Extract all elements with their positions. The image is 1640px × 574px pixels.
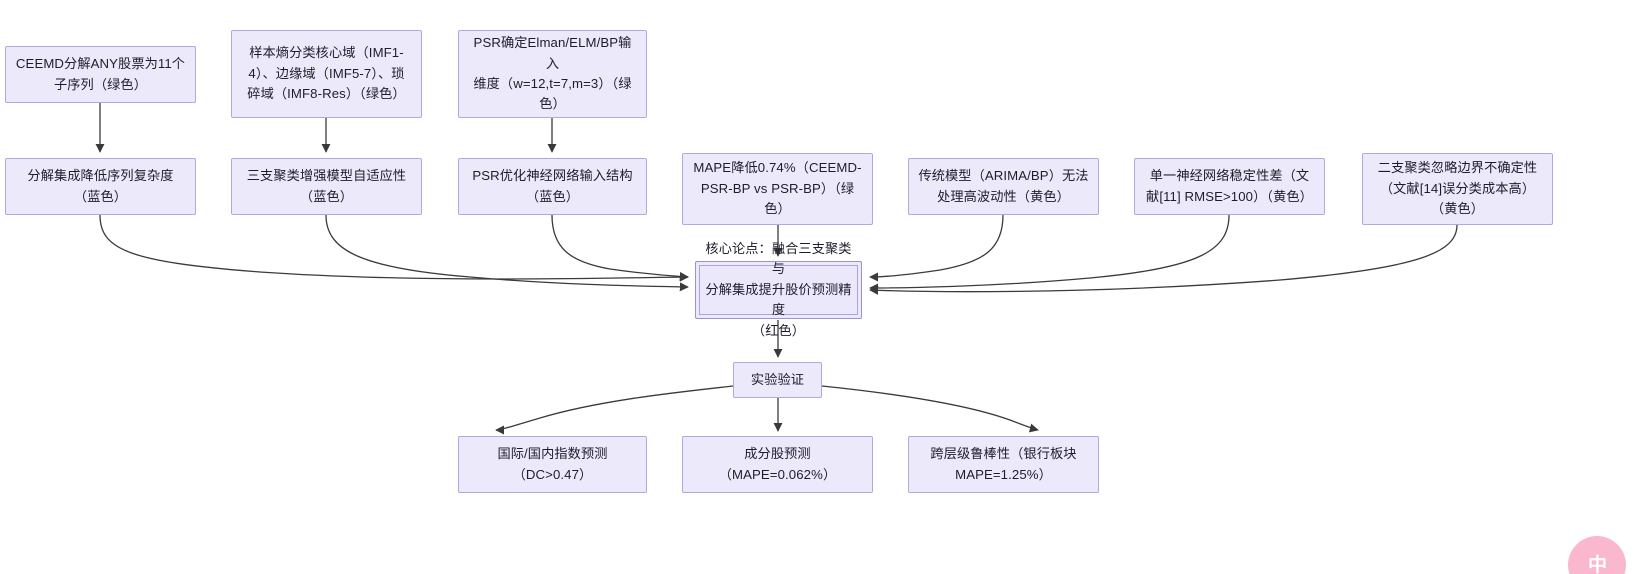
node-constituent-stock-result[interactable]: 成分股预测 （MAPE=0.062%） bbox=[682, 436, 873, 493]
edge-decomp-to-core bbox=[99, 214, 689, 282]
node-cross-level-robustness-result[interactable]: 跨层级鲁棒性（银行板块 MAPE=1.25%） bbox=[908, 436, 1099, 493]
node-single-network-instability[interactable]: 单一神经网络稳定性差（文 献[11] RMSE>100）（黄色） bbox=[1134, 158, 1325, 215]
node-decomposition-reduces-complexity[interactable]: 分解集成降低序列复杂度 （蓝色） bbox=[5, 158, 196, 215]
node-experiment-validation[interactable]: 实验验证 bbox=[733, 362, 822, 398]
edge-structure-to-core bbox=[551, 214, 689, 282]
node-mape-reduction-evidence[interactable]: MAPE降低0.74%（CEEMD- PSR-BP vs PSR-BP）（绿 色… bbox=[682, 153, 873, 225]
node-traditional-model-limitation[interactable]: 传统模型（ARIMA/BP）无法 处理高波动性（黄色） bbox=[908, 158, 1099, 215]
edge-threeway-to-core bbox=[325, 214, 689, 292]
node-core-claim[interactable]: 核心论点：融合三支聚类与 分解集成提升股价预测精度 （红色） bbox=[695, 241, 862, 338]
edge-validation-to-index bbox=[495, 385, 734, 435]
watermark-badge: 中 bbox=[1568, 536, 1626, 574]
node-index-forecast-result[interactable]: 国际/国内指数预测 （DC>0.47） bbox=[458, 436, 647, 493]
node-psr-optimizes-network-input[interactable]: PSR优化神经网络输入结构 （蓝色） bbox=[458, 158, 647, 215]
node-ceemd-decomposition[interactable]: CEEMD分解ANY股票为11个 子序列（绿色） bbox=[5, 46, 196, 103]
node-psr-input-dimension[interactable]: PSR确定Elman/ELM/BP输入 维度（w=12,t=7,m=3）（绿 色… bbox=[458, 30, 647, 118]
node-two-way-clustering-boundary[interactable]: 二支聚类忽略边界不确定性 （文献[14]误分类成本高） （黄色） bbox=[1362, 153, 1553, 225]
node-three-way-clustering-adaptivity[interactable]: 三支聚类增强模型自适应性 （蓝色） bbox=[231, 158, 422, 215]
edge-traditional-to-core bbox=[869, 214, 1004, 282]
node-sample-entropy-classification[interactable]: 样本熵分类核心域（IMF1- 4）、边缘域（IMF5-7）、琐 碎域（IMF8-… bbox=[231, 30, 422, 118]
edge-singlenn-to-core bbox=[869, 214, 1230, 293]
edge-validation-to-robust bbox=[821, 385, 1039, 433]
edge-twoway-to-core bbox=[869, 224, 1458, 295]
